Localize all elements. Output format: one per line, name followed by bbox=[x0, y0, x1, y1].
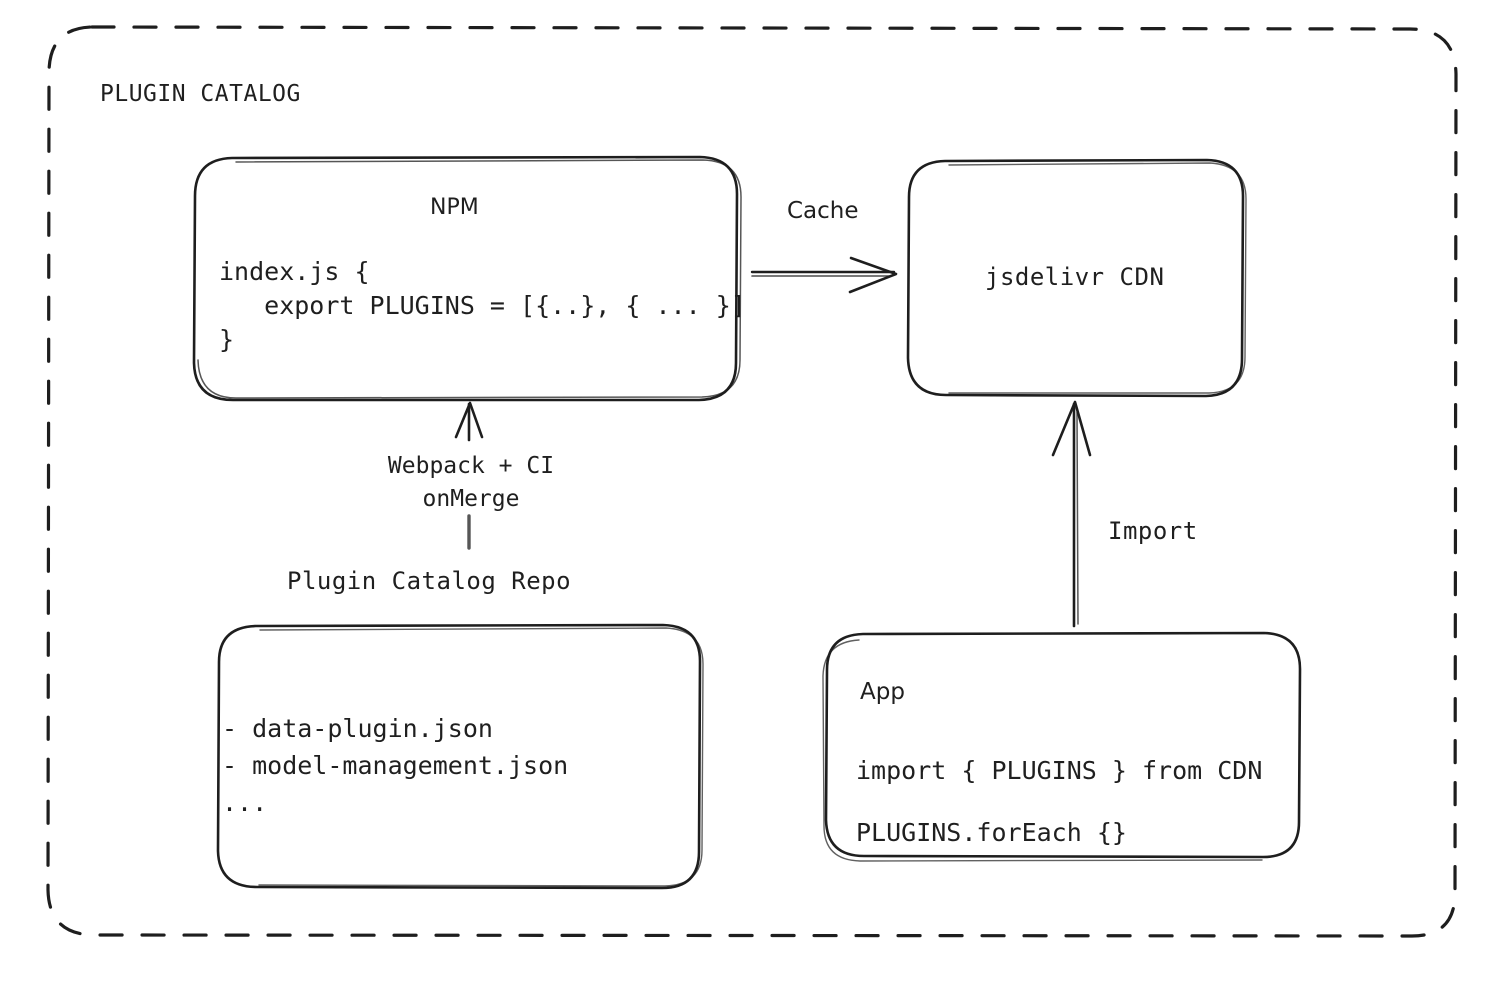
npm-code-line-3: } bbox=[219, 325, 235, 354]
app-code-line-2: PLUGINS.forEach {} bbox=[856, 818, 1127, 847]
edge-label-webpack-line-1: Webpack + CI bbox=[387, 453, 555, 479]
cdn-node-title: jsdelivr CDN bbox=[985, 263, 1165, 291]
edge-label-webpack-ci: Webpack + CI onMerge bbox=[371, 450, 571, 516]
edge-npm-to-cdn bbox=[750, 256, 898, 294]
repo-node-title: Plugin Catalog Repo bbox=[287, 567, 572, 595]
edge-label-cache: Cache bbox=[787, 198, 859, 224]
edge-label-webpack-line-2: onMerge bbox=[422, 486, 520, 512]
repo-node-file-list: - data-plugin.json - model-management.jso… bbox=[222, 710, 568, 821]
npm-code-line-1: index.js { bbox=[219, 257, 370, 286]
app-code-line-1: import { PLUGINS } from CDN bbox=[856, 756, 1263, 785]
npm-node-title: NPM bbox=[430, 195, 479, 220]
repo-file-line-1: - data-plugin.json bbox=[222, 714, 493, 743]
npm-code-line-2: export PLUGINS = [{..}, { ... }] bbox=[219, 291, 746, 320]
npm-node-code: index.js { export PLUGINS = [{..}, { ...… bbox=[219, 255, 746, 357]
repo-file-line-3: ... bbox=[222, 788, 268, 817]
repo-file-line-2: - model-management.json bbox=[222, 751, 569, 780]
app-node-code: import { PLUGINS } from CDN PLUGINS.forEa… bbox=[856, 740, 1262, 864]
edge-app-to-cdn bbox=[1051, 400, 1092, 628]
app-node-title: App bbox=[860, 679, 905, 705]
edge-label-import: Import bbox=[1108, 517, 1198, 545]
container-title: PLUGIN CATALOG bbox=[100, 81, 301, 107]
